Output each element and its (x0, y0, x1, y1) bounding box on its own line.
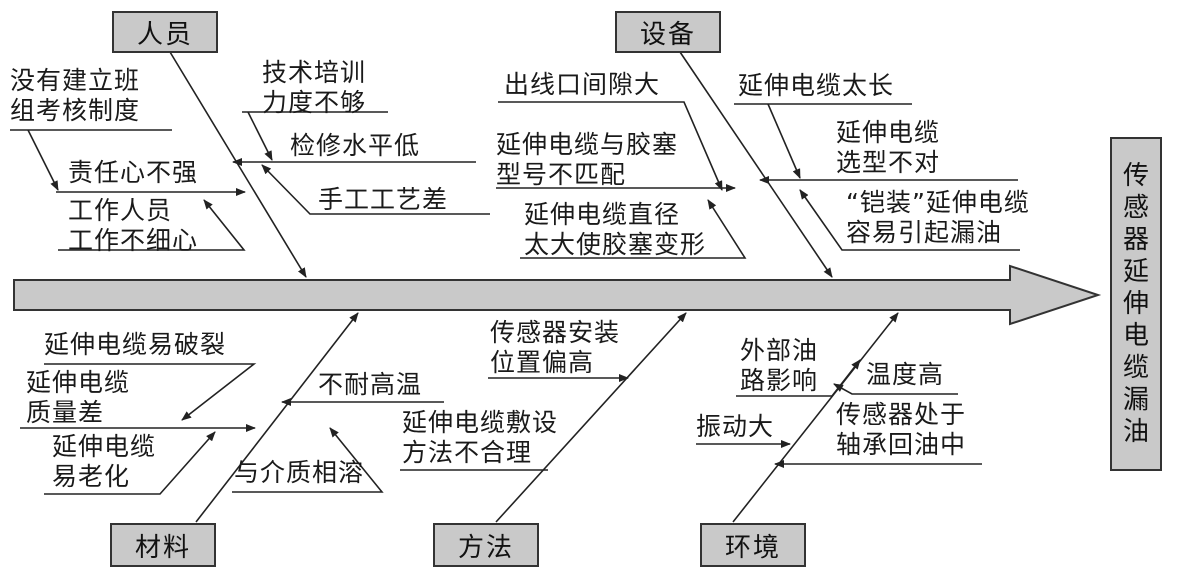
branch-dissolve (232, 427, 384, 493)
cause-line: 太大使胶塞变形 (524, 230, 707, 259)
cause-dissolves-in-medium: 与介质相溶 (234, 458, 365, 487)
cause-line: 延伸电缆与胶塞 (496, 130, 679, 159)
cause-line: 外部油 (740, 336, 819, 365)
category-equipment: 设备 (615, 11, 721, 53)
cause-line: 位置偏高 (490, 348, 595, 377)
effect-char: 油 (1122, 417, 1149, 447)
cause-line: 延伸电缆直径 (524, 200, 681, 229)
cause-high-temperature: 温度高 (866, 360, 945, 389)
cause-line: 延伸电缆 (52, 432, 157, 461)
cause-cable-diameter-too-large: 延伸电缆直径 太大使胶塞变形 (524, 200, 706, 260)
cause-line: 力度不够 (262, 88, 367, 117)
branch-team-assessment-link (27, 129, 59, 191)
cause-armored-cable-leak: “铠装”延伸电缆 容易引起漏油 (846, 188, 1030, 248)
cause-cable-ages-easily: 延伸电缆 易老化 (52, 432, 156, 492)
cause-line: 型号不匹配 (496, 160, 627, 189)
effect-char: 传 (1122, 161, 1149, 191)
cause-line: 方法不合理 (402, 438, 533, 467)
cause-low-maintenance-skill: 检修水平低 (290, 131, 421, 160)
effect-char: 伸 (1122, 289, 1149, 319)
cause-line: 技术培训 (262, 58, 367, 87)
branch-aging (44, 431, 216, 495)
cause-low-responsibility: 责任心不强 (68, 158, 199, 187)
cause-line: 质量差 (26, 398, 105, 427)
category-people: 人员 (112, 11, 218, 53)
effect-char: 缆 (1122, 353, 1149, 383)
cause-line: 组考核制度 (10, 96, 141, 125)
cause-no-team-assessment: 没有建立班 组考核制度 (10, 66, 140, 126)
effect-char: 电 (1122, 321, 1149, 351)
branch-careless (58, 199, 246, 251)
cause-line: 路影响 (740, 366, 819, 395)
cause-line: 轴承回油中 (836, 430, 967, 459)
bone-environment (732, 312, 899, 523)
branch-training-link (247, 111, 273, 161)
branch-cable-long-link (767, 103, 801, 179)
cause-cable-fragile: 延伸电缆易破裂 (44, 330, 227, 359)
cause-line: 延伸电缆 (26, 368, 131, 397)
cause-line: 容易引起漏油 (846, 218, 1003, 247)
cause-line: 延伸电缆 (836, 118, 941, 147)
cause-line: 选型不对 (836, 148, 941, 177)
effect-char: 延 (1122, 257, 1149, 287)
cause-line: “铠装”延伸电缆 (846, 188, 1030, 217)
cause-outlet-gap-large: 出线口间隙大 (504, 70, 661, 99)
cause-line: 没有建立班 (10, 66, 141, 95)
category-materials: 材料 (110, 523, 216, 567)
branch-craft (261, 164, 490, 215)
cause-sensor-in-oil-return: 传感器处于 轴承回油中 (836, 400, 966, 460)
bone-method (495, 312, 687, 523)
cause-large-vibration: 振动大 (696, 412, 775, 441)
bone-materials (195, 312, 359, 523)
bone-equipment (679, 51, 833, 278)
cause-careless-work: 工作人员 工作不细心 (68, 196, 198, 256)
category-environment: 环境 (700, 523, 806, 567)
cause-line: 延伸电缆敷设 (402, 408, 559, 437)
cause-not-heat-resistant: 不耐高温 (318, 370, 423, 399)
cause-line: 工作人员 (68, 196, 173, 225)
branch-armored (799, 189, 1020, 251)
cause-line: 传感器安装 (490, 318, 621, 347)
cause-external-oil-path: 外部油 路影响 (740, 336, 818, 396)
cause-line: 工作不细心 (68, 226, 199, 255)
branch-outlet-gap (498, 101, 723, 191)
cause-wrong-cable-type: 延伸电缆 选型不对 (836, 118, 940, 178)
effect-char: 漏 (1122, 385, 1149, 415)
branch-oil-path (736, 359, 861, 397)
cause-line: 易老化 (52, 462, 131, 491)
cause-cable-poor-quality: 延伸电缆 质量差 (26, 368, 130, 428)
branch-diameter (520, 199, 747, 259)
cause-poor-craftsmanship: 手工工艺差 (318, 185, 449, 214)
effect-box: 传感器延伸电缆漏油 (1110, 137, 1162, 471)
cause-cable-plug-mismatch: 延伸电缆与胶塞 型号不匹配 (496, 130, 678, 190)
effect-char: 器 (1122, 225, 1149, 255)
cause-cable-too-long: 延伸电缆太长 (738, 71, 895, 100)
effect-char: 感 (1122, 193, 1149, 223)
cause-sensor-position-high: 传感器安装 位置偏高 (490, 318, 620, 378)
category-method: 方法 (433, 523, 539, 567)
cause-insufficient-training: 技术培训 力度不够 (262, 58, 366, 118)
branch-fragile (44, 363, 257, 421)
cause-cable-laying-improper: 延伸电缆敷设 方法不合理 (402, 408, 558, 468)
branch-high-temp (833, 383, 958, 395)
cause-line: 传感器处于 (836, 400, 967, 429)
spine-arrow (13, 264, 1102, 326)
